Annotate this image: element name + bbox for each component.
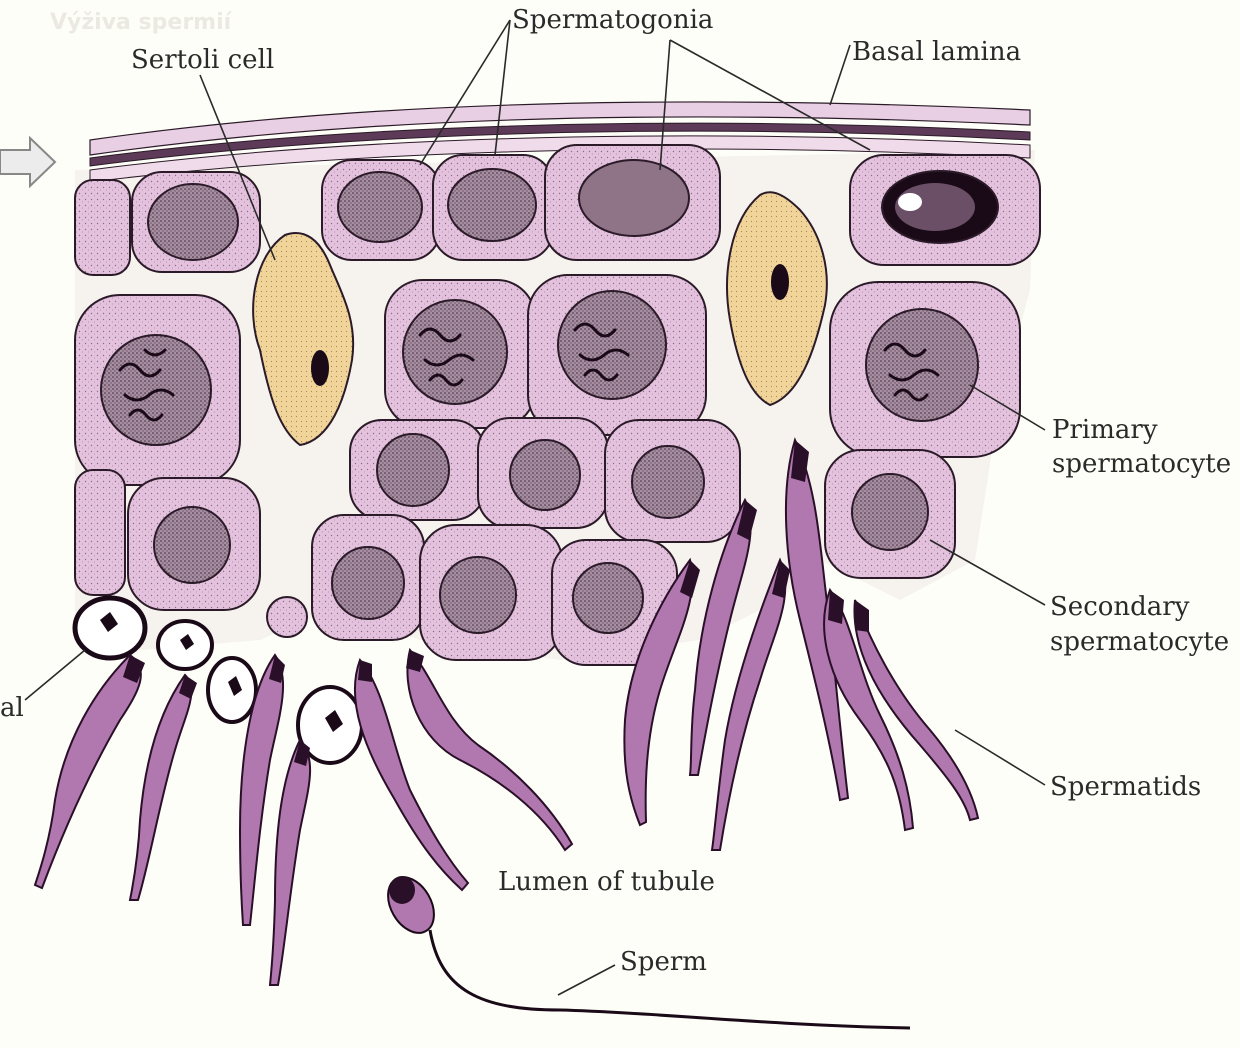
watermark-text: Výživa spermií bbox=[50, 10, 231, 35]
label-sperm: Sperm bbox=[620, 947, 707, 977]
label-spermatids: Spermatids bbox=[1050, 772, 1201, 802]
label-sertoli-cell: Sertoli cell bbox=[131, 45, 274, 75]
label-basal-lamina: Basal lamina bbox=[852, 37, 1021, 67]
label-cut-off: al bbox=[0, 693, 24, 723]
arrow-right-icon bbox=[0, 138, 55, 186]
label-primary-line2: spermatocyte bbox=[1052, 449, 1231, 479]
label-secondary-line1: Secondary bbox=[1050, 592, 1190, 622]
label-spermatogonia: Spermatogonia bbox=[512, 5, 713, 35]
label-secondary-line2: spermatocyte bbox=[1050, 627, 1229, 657]
label-lumen: Lumen of tubule bbox=[498, 867, 715, 897]
label-primary-line1: Primary bbox=[1052, 415, 1158, 445]
